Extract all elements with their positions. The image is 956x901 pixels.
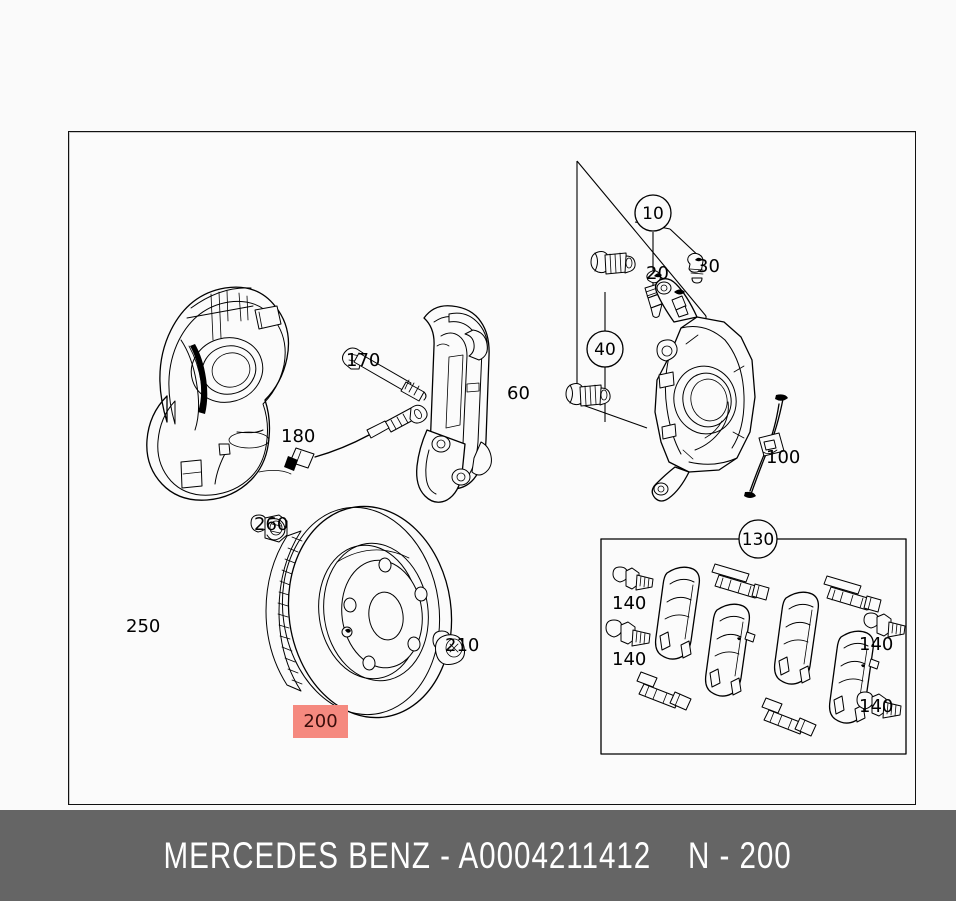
part-210-locating-screw	[432, 630, 465, 665]
highlight-200-text: 200	[303, 710, 338, 732]
caliper-body	[651, 278, 756, 502]
part-30-bleeder-cap	[687, 252, 704, 284]
part-40-guide-pin-lower	[565, 383, 611, 407]
part-130-pad-set-box	[600, 538, 907, 755]
highlighted-part-label-200[interactable]: 200	[293, 705, 348, 738]
pad-group-left	[605, 563, 770, 711]
disc-cooling-vanes	[277, 536, 303, 685]
footer-caption: MERCEDES BENZ - A0004211412 N - 200	[163, 834, 793, 876]
balloon-130-label: 130	[742, 530, 774, 550]
callout-label-140-b: 140	[612, 649, 647, 670]
part-260-shield-bolt	[250, 514, 288, 543]
balloon-130[interactable]: 130	[738, 519, 778, 559]
pad-group-right	[761, 575, 906, 737]
callout-label-140-d: 140	[859, 696, 894, 717]
pad-clip-2	[636, 671, 692, 711]
part-250-dust-shield	[146, 286, 292, 501]
part-200-brake-disc	[265, 505, 453, 719]
pad-clip-3	[823, 575, 882, 613]
callout-label-140-c: 140	[859, 634, 894, 655]
pad-clip-4	[761, 697, 817, 737]
footer-bar: MERCEDES BENZ - A0004211412 N - 200	[0, 810, 956, 901]
callout-label-30: 30	[697, 256, 720, 277]
pad-bolt-1	[612, 566, 654, 591]
exploded-parts-drawing: .ln { fill:none; stroke:#000; stroke-wid…	[146, 160, 907, 755]
part-100-retaining-spring	[744, 394, 788, 498]
part-60-caliper-bracket	[416, 305, 492, 503]
pad-bolt-2	[605, 619, 651, 647]
callout-label-180: 180	[281, 426, 316, 447]
pad-bolt-4	[856, 691, 902, 719]
pad-clip-1	[711, 563, 770, 601]
part-40-guide-pin-upper	[590, 251, 636, 275]
part-170-caliper-bolt	[342, 347, 427, 402]
callout-label-100: 100	[766, 447, 801, 468]
callout-label-20: 20	[646, 263, 669, 284]
callout-label-170: 170	[346, 350, 381, 371]
callout-label-60: 60	[507, 383, 530, 404]
caliper-inlet-fitting	[671, 289, 689, 318]
callout-label-140-a: 140	[612, 593, 647, 614]
callout-label-250: 250	[126, 616, 161, 637]
callout-label-210: 210	[445, 635, 480, 656]
balloon-10[interactable]: 10	[634, 194, 672, 232]
callout-label-260: 260	[254, 514, 289, 535]
balloon-40-label: 40	[594, 340, 616, 360]
pad-bolt-3	[863, 612, 906, 638]
brake-pad-3	[773, 591, 820, 685]
balloon-10-label: 10	[642, 204, 664, 224]
part-180-wear-sensor	[284, 404, 428, 471]
brake-pad-1	[654, 566, 701, 660]
diagram-frame: .ln { fill:none; stroke:#000; stroke-wid…	[68, 131, 916, 805]
balloon-40[interactable]: 40	[586, 330, 624, 368]
brake-pad-2	[704, 603, 756, 697]
